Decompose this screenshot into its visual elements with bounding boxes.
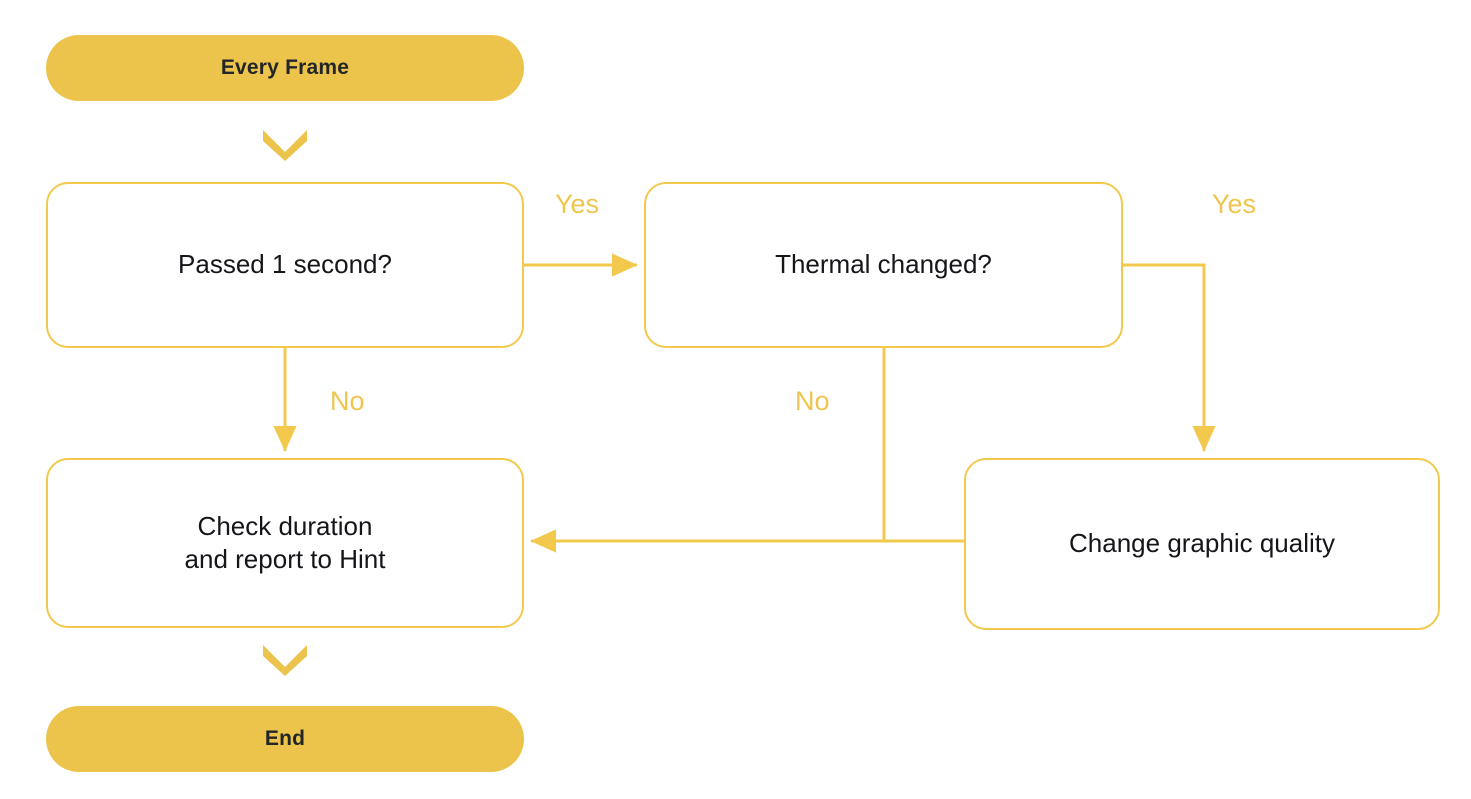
edge-label-no-thermal-to-check: No — [795, 386, 830, 416]
node-check-label-line1: Check duration — [197, 510, 373, 541]
node-start-label: Every Frame — [220, 56, 350, 79]
chevron-down-icon — [261, 128, 309, 167]
edge-label-no-passed-to-check: No — [330, 386, 365, 416]
edge-thermal-to-quality — [1123, 263, 1216, 452]
node-check-duration[interactable]: Check duration and report to Hint — [46, 458, 524, 628]
node-passed-1-second[interactable]: Passed 1 second? — [46, 182, 524, 348]
edge-label-yes-passed-to-thermal: Yes — [555, 189, 600, 219]
node-passed-label: Passed 1 second? — [178, 249, 392, 280]
node-check-label: Check duration and report to Hint — [185, 510, 386, 577]
node-start[interactable]: Every Frame — [46, 35, 524, 101]
node-quality-label: Change graphic quality — [1069, 528, 1335, 559]
node-thermal-changed[interactable]: Thermal changed? — [644, 182, 1123, 348]
node-check-label-line2: and report to Hint — [184, 544, 386, 574]
node-end[interactable]: End — [46, 706, 524, 772]
node-end-label: End — [264, 727, 306, 750]
chevron-down-icon — [261, 643, 309, 682]
node-thermal-label: Thermal changed? — [775, 249, 992, 280]
edge-label-yes-thermal-to-quality: Yes — [1212, 189, 1257, 219]
node-change-graphic-quality[interactable]: Change graphic quality — [964, 458, 1440, 630]
